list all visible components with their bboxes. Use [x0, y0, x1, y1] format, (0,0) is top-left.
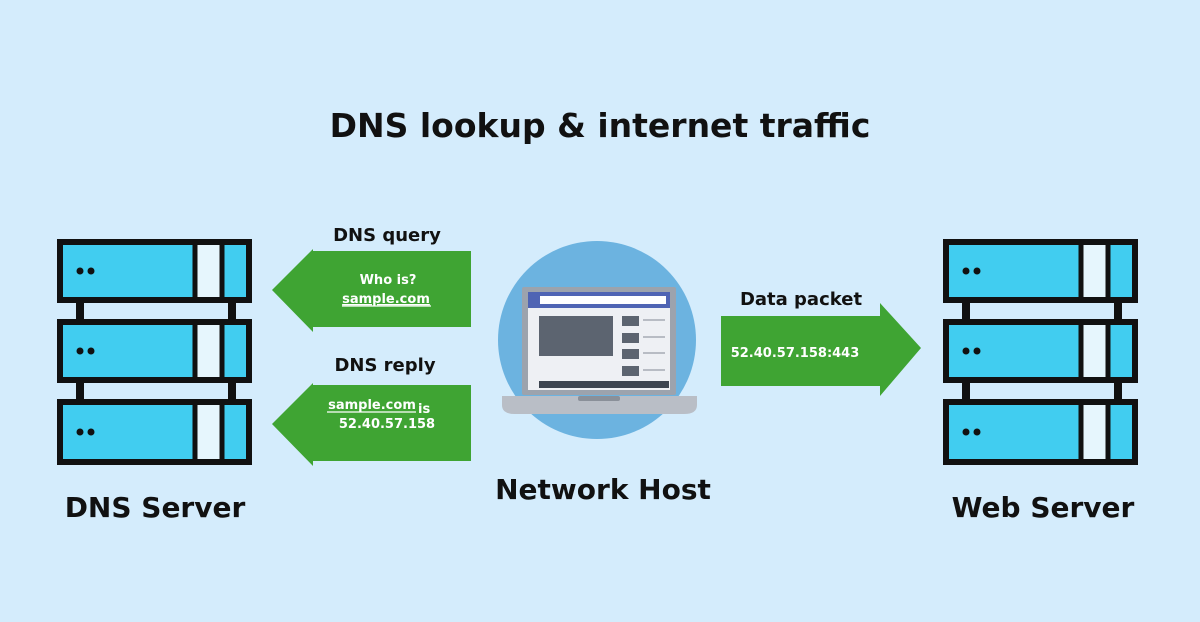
server-unit — [943, 319, 1138, 383]
dns-reply-ip: 52.40.57.158 — [339, 417, 435, 432]
content-image — [539, 316, 613, 356]
text-line — [643, 369, 665, 371]
sidebar-thumb — [622, 366, 639, 376]
address-bar — [540, 296, 666, 304]
sidebar-thumb — [622, 349, 639, 359]
web-server-icon — [943, 239, 1138, 465]
diagram-title: DNS lookup & internet traffic — [330, 106, 871, 145]
laptop-icon — [502, 287, 697, 414]
sidebar-thumb — [622, 316, 639, 326]
laptop-notch — [578, 396, 620, 401]
server-unit — [943, 399, 1138, 465]
status-light-icon — [962, 428, 970, 436]
rack-connector — [228, 380, 236, 402]
rack-connector — [76, 298, 84, 320]
data-packet-address: 52.40.57.158:443 — [731, 346, 860, 361]
rack-connector — [1114, 380, 1122, 402]
text-line — [643, 319, 665, 321]
dns-reply-arrow-icon — [272, 383, 471, 466]
text-line — [643, 336, 665, 338]
rack-connector — [1114, 298, 1122, 320]
status-light-icon — [87, 428, 95, 436]
rack-connector — [962, 380, 970, 402]
status-light-icon — [87, 267, 95, 275]
dns-server-icon — [57, 239, 252, 465]
status-light-icon — [973, 428, 981, 436]
server-unit — [57, 319, 252, 383]
data-packet-arrow-icon — [721, 303, 921, 396]
laptop-base — [502, 396, 697, 414]
status-light-icon — [76, 428, 84, 436]
dns-query-line1: Who is? — [360, 273, 417, 288]
status-light-icon — [962, 347, 970, 355]
sidebar-thumb — [622, 333, 639, 343]
web-server-label: Web Server — [952, 491, 1135, 524]
server-unit — [943, 239, 1138, 303]
status-light-icon — [973, 347, 981, 355]
dns-reply-domain: sample.com — [328, 398, 416, 413]
data-packet-caption: Data packet — [740, 289, 863, 310]
dns-server-label: DNS Server — [65, 491, 246, 524]
screen-footer — [539, 381, 669, 388]
rack-connector — [962, 298, 970, 320]
status-light-icon — [962, 267, 970, 275]
server-unit — [57, 239, 252, 303]
dns-reply-caption: DNS reply — [334, 355, 435, 376]
dns-query-domain: sample.com — [342, 292, 430, 307]
server-unit — [57, 399, 252, 465]
rack-connector — [76, 380, 84, 402]
dns-reply-suffix: is — [418, 402, 430, 417]
status-light-icon — [87, 347, 95, 355]
text-line — [643, 352, 665, 354]
dns-query-arrow-icon — [272, 249, 471, 332]
rack-connector — [228, 298, 236, 320]
status-light-icon — [973, 267, 981, 275]
status-light-icon — [76, 347, 84, 355]
status-light-icon — [76, 267, 84, 275]
dns-query-caption: DNS query — [333, 225, 441, 246]
network-host-label: Network Host — [495, 473, 711, 506]
